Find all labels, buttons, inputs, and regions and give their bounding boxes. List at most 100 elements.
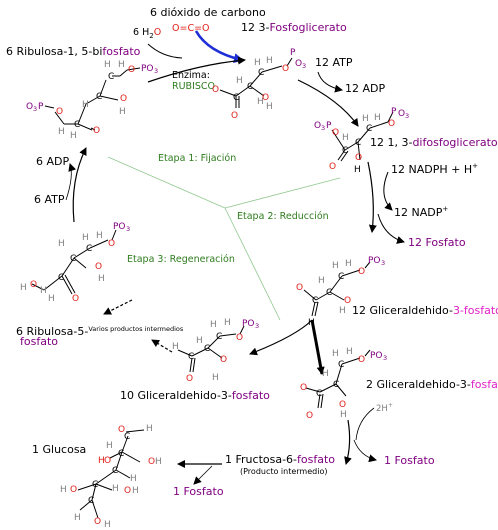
svg-text:H: H <box>236 76 243 86</box>
svg-text:H: H <box>58 239 65 249</box>
svg-text:H: H <box>118 60 125 70</box>
atp6-label: 6 ATP <box>34 193 65 206</box>
svg-text:H: H <box>130 474 137 484</box>
svg-text:C: C <box>326 288 332 298</box>
svg-text:H: H <box>104 60 111 70</box>
svg-text:P: P <box>290 48 296 58</box>
svg-text:C: C <box>247 82 253 92</box>
split-arrow-output <box>310 319 325 375</box>
svg-text:C: C <box>216 332 222 342</box>
svg-text:H: H <box>74 513 81 523</box>
atp12-arrow <box>317 71 343 93</box>
h2plus-arrow <box>355 407 375 441</box>
svg-text:O: O <box>93 126 100 136</box>
svg-text:O: O <box>94 517 101 527</box>
co2-label: 6 dióxido de carbono <box>150 6 266 19</box>
atp6-arrow <box>65 163 77 201</box>
svg-text:C: C <box>316 389 322 399</box>
svg-text:6 H2O: 6 H2O <box>133 27 161 40</box>
nadph-label: 12 NADPH + H+ <box>391 162 478 176</box>
svg-text:O: O <box>300 383 307 393</box>
svg-text:C: C <box>338 272 344 282</box>
g3p10-label: 10 Gliceraldehido-3-fosfato <box>120 389 270 402</box>
stage-regeneration-label: Etapa 3: Regeneración <box>127 254 235 265</box>
svg-text:C: C <box>366 124 372 134</box>
svg-text:H: H <box>172 342 179 352</box>
svg-text:C: C <box>70 254 76 264</box>
svg-text:H: H <box>146 424 153 434</box>
svg-text:PO: PO <box>113 222 126 232</box>
svg-text:H: H <box>322 369 329 379</box>
adp6-label: 6 ADP <box>36 155 69 168</box>
svg-text:O: O <box>95 262 102 272</box>
svg-text:O: O <box>124 486 131 496</box>
svg-text:O: O <box>128 65 135 75</box>
phosphate1b-arrow <box>193 465 213 485</box>
split-arrow-recycle <box>249 319 313 356</box>
svg-text:H: H <box>60 485 67 495</box>
svg-text:O: O <box>295 59 302 69</box>
adp12-label: 12 ADP <box>345 82 385 95</box>
svg-text:H: H <box>119 107 126 117</box>
svg-text:C: C <box>74 120 80 130</box>
svg-text:H: H <box>346 347 353 357</box>
svg-text:H: H <box>257 97 264 107</box>
svg-text:3: 3 <box>126 225 130 233</box>
svg-text:O: O <box>314 121 321 131</box>
svg-text:3: 3 <box>383 354 387 362</box>
svg-text:H: H <box>132 486 139 496</box>
svg-text:H: H <box>104 520 111 530</box>
glucose-label: 1 Glucosa <box>32 443 86 456</box>
svg-text:H: H <box>254 58 261 68</box>
ru5p-label-suffix: fosfato <box>20 335 58 348</box>
intermediates-arrow <box>103 299 133 315</box>
svg-text:H: H <box>362 114 369 124</box>
svg-text:O: O <box>231 111 238 121</box>
svg-text:H: H <box>332 261 339 271</box>
svg-text:H: H <box>40 286 47 296</box>
phosphate1a-arrow <box>353 439 377 463</box>
phosphate1b-label: 1 Fosfato <box>173 485 224 498</box>
svg-text:C: C <box>92 480 98 490</box>
phosphate12-arrow <box>377 213 405 244</box>
svg-text:O: O <box>148 457 155 467</box>
f6p-label: 1 Fructosa-6-fosfato <box>225 453 335 466</box>
water-label: 6 H2O <box>133 27 161 40</box>
svg-text:O: O <box>344 296 351 306</box>
svg-text:H: H <box>82 100 89 110</box>
svg-text:O: O <box>306 411 313 421</box>
svg-text:C: C <box>58 273 64 283</box>
svg-text:O: O <box>108 239 115 249</box>
nadp-label: 12 NADP+ <box>394 205 448 219</box>
svg-text:H: H <box>210 320 217 330</box>
svg-text:C: C <box>312 296 318 306</box>
enzyme-name: RUBISCO <box>172 81 215 92</box>
svg-text:C: C <box>333 380 339 390</box>
svg-text:O: O <box>70 485 77 495</box>
svg-text:O: O <box>282 64 289 74</box>
svg-text:O: O <box>236 333 243 343</box>
svg-text:H: H <box>354 165 361 175</box>
phosphate1a-label: 1 Fosfato <box>384 454 435 467</box>
svg-text:O: O <box>296 283 303 293</box>
svg-text:PO: PO <box>370 351 383 361</box>
svg-text:C: C <box>124 432 130 442</box>
rubp-label: 6 Ribulosa-1, 5-bifosfato <box>6 45 141 58</box>
svg-text:H: H <box>224 318 231 328</box>
svg-text:P: P <box>391 107 397 117</box>
svg-text:O: O <box>104 456 111 466</box>
svg-text:O: O <box>358 267 365 277</box>
h2plus-label: 2H+ <box>376 402 393 414</box>
stage-fixation-label: Etapa 1: Fijación <box>158 153 236 164</box>
svg-text:H: H <box>374 113 381 123</box>
svg-text:H: H <box>82 233 89 243</box>
svg-text:O: O <box>388 119 395 129</box>
svg-text:H: H <box>266 102 273 112</box>
svg-text:3: 3 <box>321 124 325 132</box>
stage-dividers <box>107 156 341 321</box>
